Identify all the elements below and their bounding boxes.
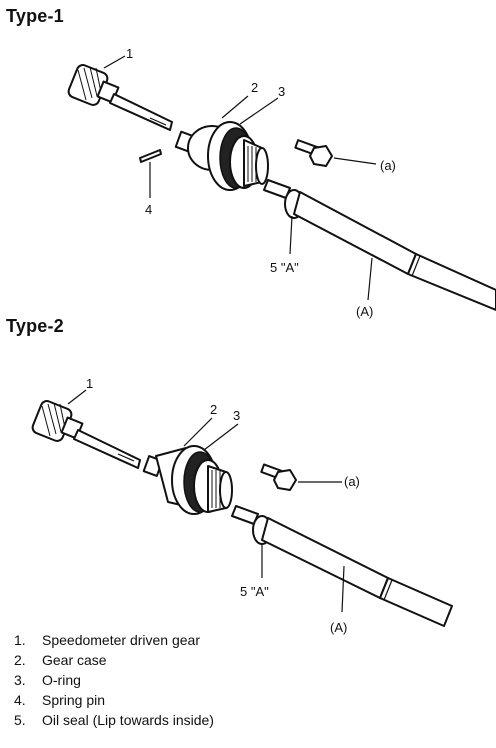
type2-heading: Type-2 [6,316,64,336]
legend-item: 1.Speedometer driven gear [14,632,200,648]
type1-label-a: (a) [380,158,396,173]
type1-label-4: 4 [145,202,152,217]
type2-label-2: 2 [210,402,217,417]
parts-legend: 1.Speedometer driven gear 2.Gear case 3.… [14,630,214,730]
type1-driven-gear-drawing [67,64,173,131]
type1-gear-case-drawing [174,121,269,191]
type2-gear-case-drawing [142,445,233,515]
type1-label-1: 1 [126,46,133,61]
type2-label-cable: (A) [330,620,347,635]
type1-spring-pin-drawing [139,149,162,163]
type2-label-5: 5 "A" [240,584,269,599]
type1-bolt-drawing [294,139,333,167]
type1-leader-lines [103,55,377,301]
legend-item: 4.Spring pin [14,692,106,708]
type1-label-5: 5 "A" [270,260,299,275]
type2-label-1: 1 [86,376,93,391]
type2-label-3: 3 [233,408,240,423]
type2-label-a: (a) [344,474,360,489]
type1-cable-drawing [263,179,496,311]
type1-label-2: 2 [251,80,258,95]
type2-driven-gear-drawing [31,400,141,469]
type2-bolt-drawing [260,463,297,491]
type2-exploded-diagram: 1 2 3 (a) 5 "A" (A) [31,376,453,635]
type1-exploded-diagram: 1 2 3 4 (a) 5 "A" (A) [67,46,496,319]
type1-heading: Type-1 [6,6,64,26]
type1-label-3: 3 [278,84,285,99]
type2-leader-lines [67,389,345,613]
legend-item: 2.Gear case [14,652,107,668]
type1-label-cable: (A) [356,304,373,319]
legend-item: 3.O-ring [14,672,81,688]
type2-cable-drawing [231,505,453,627]
legend-item: 5.Oil seal (Lip towards inside) [14,712,214,728]
